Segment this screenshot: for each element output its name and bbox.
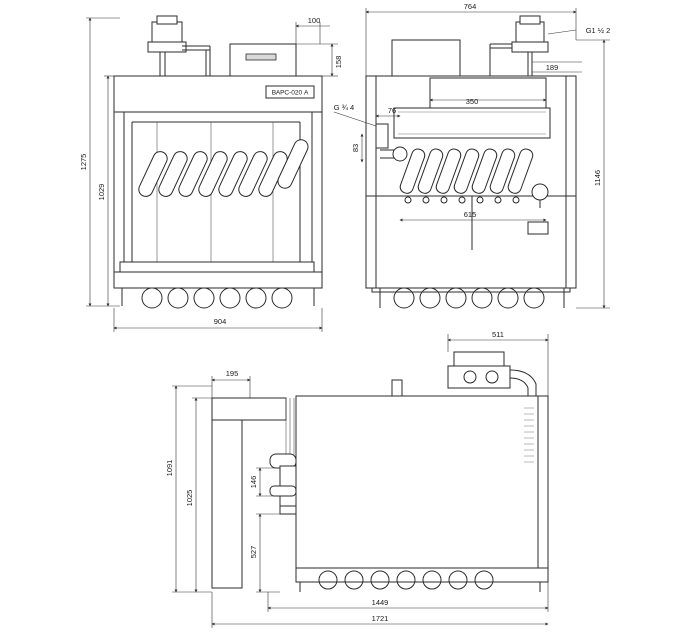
front-gas-valve [147, 15, 211, 76]
plan-flue-module [211, 397, 287, 421]
plan-dim-146: 146 [249, 476, 258, 489]
side-pressure-gauge-icon [531, 183, 549, 208]
plan-body-outline [295, 395, 549, 583]
plan-gas-valve [391, 351, 537, 397]
front-dim-100: 100 [308, 16, 321, 25]
plan-dim-195: 195 [226, 369, 239, 378]
side-heat-exchanger [399, 148, 534, 194]
front-burner-base [113, 271, 323, 289]
front-view: ВАРС-020 А 100 [79, 15, 343, 332]
side-dim-764: 764 [464, 2, 477, 11]
front-dim-1029: 1029 [97, 184, 106, 201]
side-control-module [391, 39, 461, 77]
plan-dim-511: 511 [492, 330, 504, 339]
side-ignition-box [527, 221, 549, 235]
plan-vent-slits [524, 407, 534, 463]
side-dim-1146: 1146 [593, 170, 602, 186]
side-dim-83: 83 [351, 144, 360, 152]
plan-view: 511 195 1091 1025 146 527 1449 1721 [165, 330, 549, 628]
front-control-display [245, 53, 277, 61]
side-dim-189: 189 [546, 63, 559, 72]
side-dim-350: 350 [466, 97, 479, 106]
side-dim-g1-thread: G1 ½ 2 [586, 26, 611, 35]
plan-dim-1449: 1449 [372, 598, 389, 607]
side-gas-valve [489, 15, 549, 76]
front-panel-label-box [265, 85, 315, 99]
side-water-connection [375, 123, 408, 162]
front-panel-label: ВАРС-020 А [272, 90, 309, 97]
front-dim-1275: 1275 [79, 154, 88, 171]
plan-dim-1025: 1025 [185, 490, 194, 507]
plan-dim-1091: 1091 [165, 460, 174, 477]
front-dim-904: 904 [214, 317, 227, 326]
front-dim-158: 158 [334, 56, 343, 69]
plan-pipes [269, 453, 297, 515]
plan-burner-holes [318, 570, 494, 590]
plan-dim-527: 527 [249, 546, 258, 559]
side-flue-box [429, 77, 547, 109]
plan-dim-1721: 1721 [372, 614, 389, 623]
front-burner-holes [141, 287, 293, 309]
side-view: 764 G1 ½ 2 189 G ¾ 4 76 350 83 615 1146 [334, 2, 611, 309]
side-burner-holes [393, 287, 545, 309]
front-heat-exchanger [138, 139, 309, 197]
side-dim-g34-thread: G ¾ 4 [334, 103, 354, 112]
side-dim-76: 76 [388, 106, 396, 115]
side-burner-nozzles [404, 196, 520, 204]
side-dim-615: 615 [464, 210, 477, 219]
